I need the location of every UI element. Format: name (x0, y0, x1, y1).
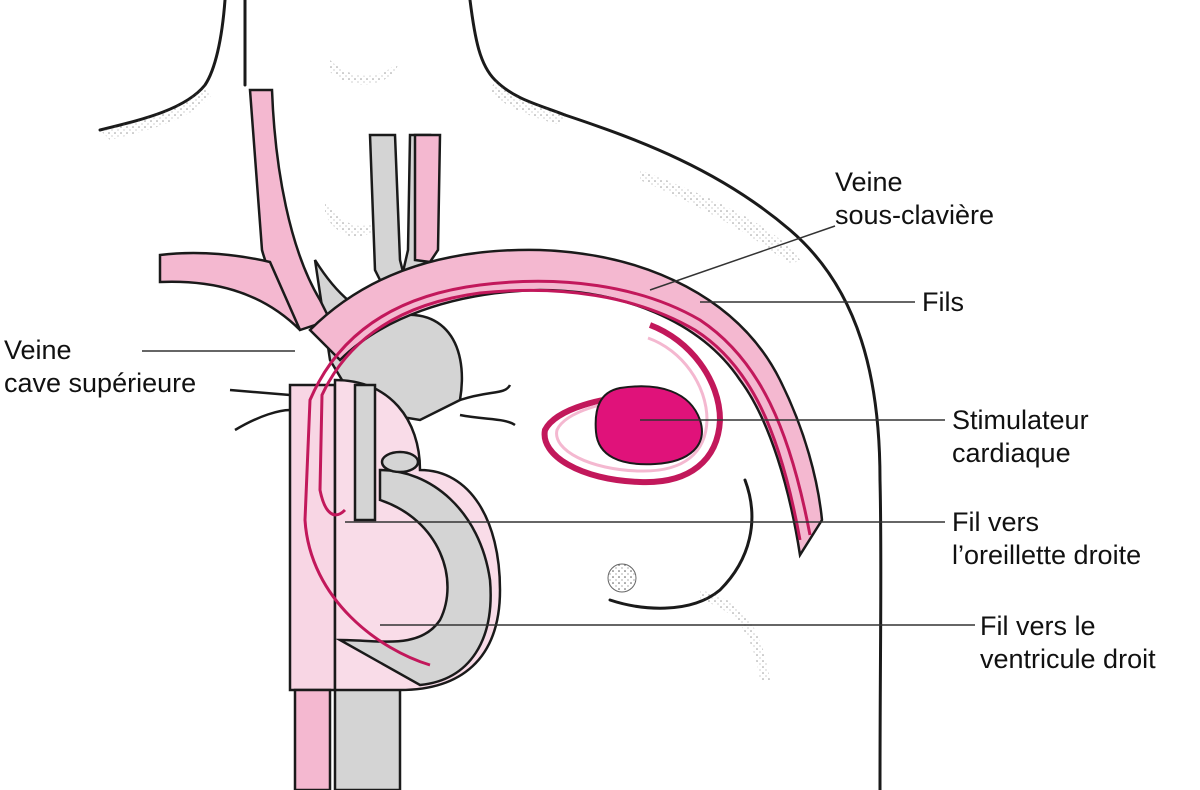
leader-subclavian (649, 225, 836, 291)
label-wires: Fils (922, 286, 964, 319)
label-subclavian-vein: Veine sous-clavière (835, 166, 994, 232)
nipple-icon (607, 563, 637, 593)
label-atrium-lead: Fil vers l’oreillette droite (952, 506, 1141, 572)
heart-icon (333, 378, 502, 692)
label-superior-vena-cava: Veine cave supérieure (4, 334, 196, 400)
label-atrium-line2: l’oreillette droite (952, 540, 1142, 570)
body-shading (100, 60, 800, 680)
label-pacemaker-line2: cardiaque (952, 438, 1071, 468)
label-pacemaker-line1: Stimulateur (952, 405, 1089, 435)
label-ventricle-line2: ventricule droit (980, 644, 1156, 674)
label-pacemaker: Stimulateur cardiaque (952, 404, 1089, 470)
vein-vessels (158, 88, 824, 790)
leader-lines (142, 225, 975, 626)
pacemaker-wires (303, 279, 812, 667)
label-wires-line1: Fils (922, 287, 964, 317)
label-atrium-line1: Fil vers (952, 507, 1039, 537)
pulmonary-branches (229, 384, 516, 432)
label-svc-line1: Veine (4, 335, 72, 365)
label-svc-line2: cave supérieure (4, 368, 197, 398)
label-ventricle-line1: Fil vers le (980, 611, 1096, 641)
label-subclavian-line1: Veine (835, 167, 903, 197)
label-subclavian-line2: sous-clavière (835, 200, 995, 230)
pacemaker-device-icon (594, 385, 703, 466)
label-ventricle-lead: Fil vers le ventricule droit (980, 610, 1156, 676)
body-outline (98, 0, 883, 790)
